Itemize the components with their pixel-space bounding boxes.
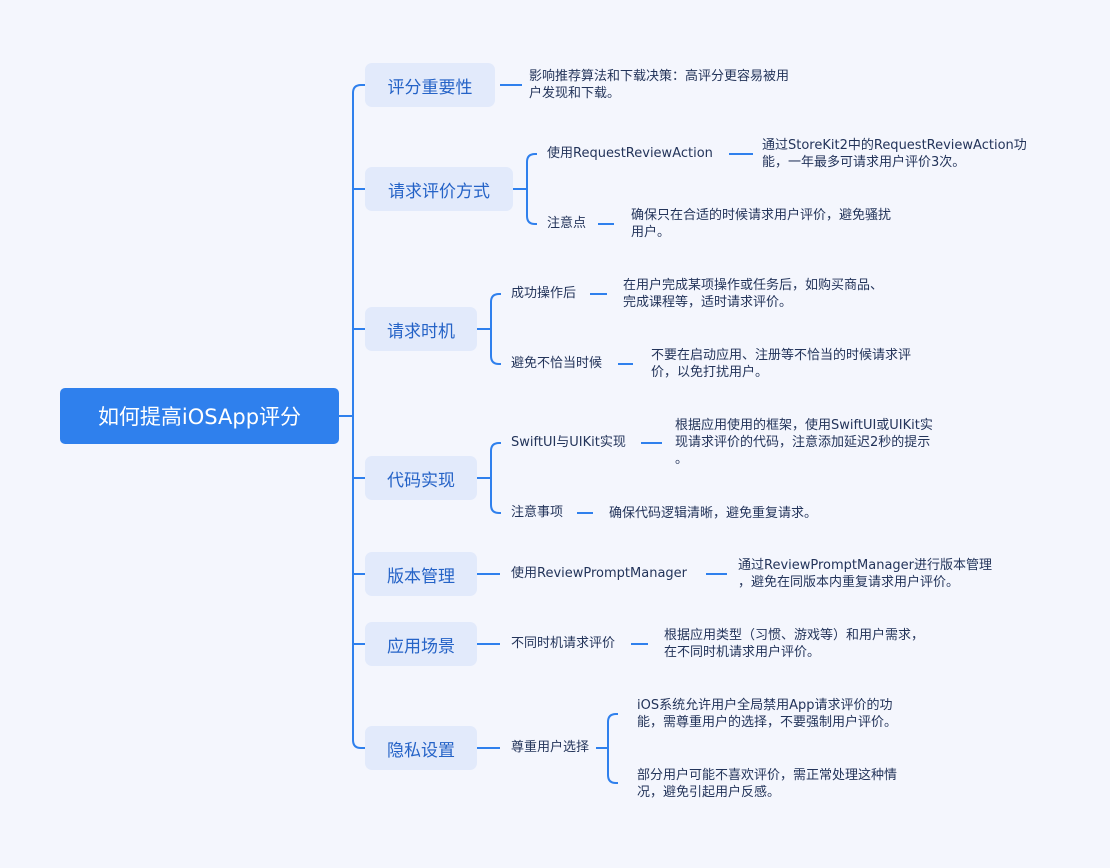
leaf-line: 确保代码逻辑清晰，避免重复请求。 (609, 506, 818, 521)
node-after-success[interactable]: 成功操作后 (511, 286, 577, 301)
leaf-node[interactable]: 在用户完成某项操作或任务后，如购买商品、完成课程等，适时请求评价。 (623, 277, 883, 311)
leaf-line: 不要在启动应用、注册等不恰当的时候请求评 (651, 348, 912, 363)
leaf-node[interactable]: iOS系统允许用户全局禁用App请求评价的功能，需尊重用户的选择，不要强制用户评… (637, 697, 897, 731)
node-review-prompt-manager[interactable]: 使用ReviewPromptManager (511, 566, 688, 581)
node-code-implementation[interactable]: 代码实现 (365, 456, 477, 500)
leaf-line: 通过ReviewPromptManager进行版本管理 (738, 558, 993, 573)
leaf-line: 根据应用使用的框架，使用SwiftUI或UIKit实 (675, 418, 933, 433)
node-respect-user-choice[interactable]: 尊重用户选择 (511, 740, 590, 755)
leaf-node[interactable]: 根据应用使用的框架，使用SwiftUI或UIKit实现请求评价的代码，注意添加延… (675, 417, 933, 468)
leaf-line: 根据应用类型（习惯、游戏等）和用户需求， (664, 628, 925, 643)
leaf-line: 价，以免打扰用户。 (651, 365, 769, 380)
leaf-line: 确保只在合适的时候请求用户评价，避免骚扰 (631, 208, 892, 223)
leaf-line: 户发现和下载。 (529, 86, 621, 101)
node-version-management[interactable]: 版本管理 (365, 552, 477, 596)
leaf-line: iOS系统允许用户全局禁用App请求评价的功 (637, 698, 893, 713)
leaf-node[interactable]: 根据应用类型（习惯、游戏等）和用户需求， 在不同时机请求用户评价。 (664, 627, 924, 661)
leaf-line: 现请求评价的代码，注意添加延迟2秒的提示 (675, 435, 931, 450)
leaf-line: 况，避免引起用户反感。 (637, 785, 781, 800)
node-avoid-bad-timing[interactable]: 避免不恰当时候 (511, 356, 603, 371)
leaf-line: 能，一年最多可请求用户评价3次。 (762, 155, 966, 170)
leaf-line: 影响推荐算法和下载决策：高评分更容易被用 (529, 69, 790, 84)
leaf-line: 在用户完成某项操作或任务后，如购买商品、 (623, 278, 884, 293)
leaf-line: 完成课程等，适时请求评价。 (623, 295, 793, 310)
leaf-line: 用户。 (631, 225, 671, 240)
node-different-timing[interactable]: 不同时机请求评价 (511, 636, 616, 651)
leaf-line: ，避免在同版本内重复请求用户评价。 (738, 575, 960, 590)
leaf-node[interactable]: 确保代码逻辑清晰，避免重复请求。 (609, 505, 817, 522)
node-request-method[interactable]: 请求评价方式 (365, 167, 513, 211)
root-node[interactable]: 如何提高iOSApp评分 (60, 388, 339, 444)
node-rating-importance[interactable]: 评分重要性 (365, 63, 495, 107)
leaf-line: 在不同时机请求用户评价。 (664, 645, 821, 660)
node-swiftui-uikit[interactable]: SwiftUI与UIKit实现 (511, 435, 626, 450)
node-use-request-review-action[interactable]: 使用RequestReviewAction (547, 146, 713, 161)
leaf-node[interactable]: 通过StoreKit2中的RequestReviewAction功能，一年最多可… (762, 137, 1027, 171)
node-notes[interactable]: 注意点 (547, 216, 587, 231)
leaf-line: 。 (675, 452, 689, 467)
node-use-cases[interactable]: 应用场景 (365, 622, 477, 666)
leaf-node[interactable]: 不要在启动应用、注册等不恰当的时候请求评价，以免打扰用户。 (651, 347, 911, 381)
leaf-node[interactable]: 通过ReviewPromptManager进行版本管理 ，避免在同版本内重复请求用… (738, 557, 992, 591)
node-code-notes[interactable]: 注意事项 (511, 505, 564, 520)
leaf-node[interactable]: 部分用户可能不喜欢评价，需正常处理这种情况，避免引起用户反感。 (637, 767, 897, 801)
leaf-node[interactable]: 确保只在合适的时候请求用户评价，避免骚扰用户。 (631, 207, 891, 241)
leaf-node[interactable]: 影响推荐算法和下载决策：高评分更容易被用户发现和下载。 (529, 68, 789, 102)
leaf-line: 部分用户可能不喜欢评价，需正常处理这种情 (637, 768, 898, 783)
node-request-timing[interactable]: 请求时机 (365, 307, 477, 351)
node-privacy-settings[interactable]: 隐私设置 (365, 726, 477, 770)
leaf-line: 通过StoreKit2中的RequestReviewAction功 (762, 138, 1027, 153)
leaf-line: 能，需尊重用户的选择，不要强制用户评价。 (637, 715, 898, 730)
